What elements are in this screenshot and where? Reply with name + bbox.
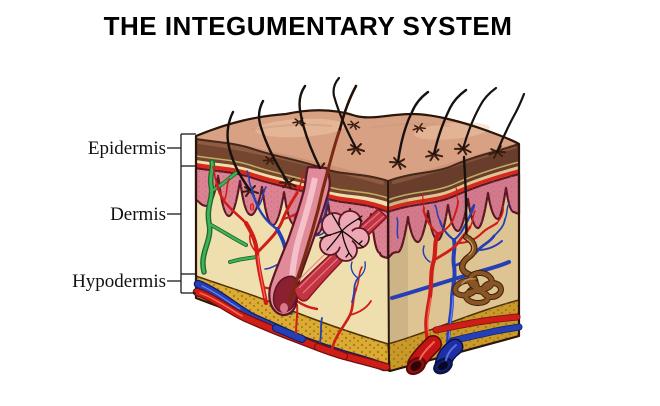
hair-shaft-in-follicle bbox=[288, 168, 330, 302]
hair-in-skin bbox=[462, 155, 468, 239]
hypodermis-vessels bbox=[192, 279, 523, 372]
cut-artery-tube bbox=[405, 335, 442, 376]
stratum-corneum-front bbox=[196, 139, 388, 202]
nerve bbox=[200, 159, 259, 275]
basal-red-line-side bbox=[387, 169, 520, 211]
hair bbox=[226, 110, 252, 192]
layer-bracket bbox=[167, 133, 196, 294]
hair bbox=[257, 99, 290, 184]
hair bbox=[298, 84, 322, 170]
sweat-gland bbox=[452, 155, 504, 307]
hairs bbox=[226, 76, 526, 192]
hair-follicle-unit bbox=[268, 165, 388, 316]
central-hair-lower bbox=[326, 127, 342, 172]
pale-line-side bbox=[387, 161, 520, 201]
hair bbox=[432, 88, 468, 156]
hair bbox=[332, 76, 358, 150]
bulb-papilla bbox=[280, 303, 288, 313]
block-silhouette bbox=[194, 109, 521, 373]
label-epidermis: Epidermis bbox=[87, 138, 166, 159]
page-title: THE INTEGUMENTARY SYSTEM bbox=[103, 11, 513, 41]
label-dermis: Dermis bbox=[110, 204, 166, 225]
sebaceous-ducts bbox=[319, 213, 364, 258]
follicle-bulb bbox=[272, 275, 299, 313]
pale-line-front bbox=[195, 155, 389, 199]
sweat-coil bbox=[453, 270, 503, 306]
hair bbox=[461, 86, 498, 151]
label-hypodermis: Hypodermis bbox=[72, 271, 166, 292]
hair bbox=[495, 92, 526, 154]
hair bbox=[396, 90, 430, 164]
artery-tree-front bbox=[212, 166, 372, 351]
cut-vein-tube bbox=[433, 338, 464, 375]
corner-edge bbox=[387, 180, 390, 372]
central-hair-upper bbox=[338, 84, 358, 131]
stratum-corneum-side bbox=[388, 144, 519, 204]
